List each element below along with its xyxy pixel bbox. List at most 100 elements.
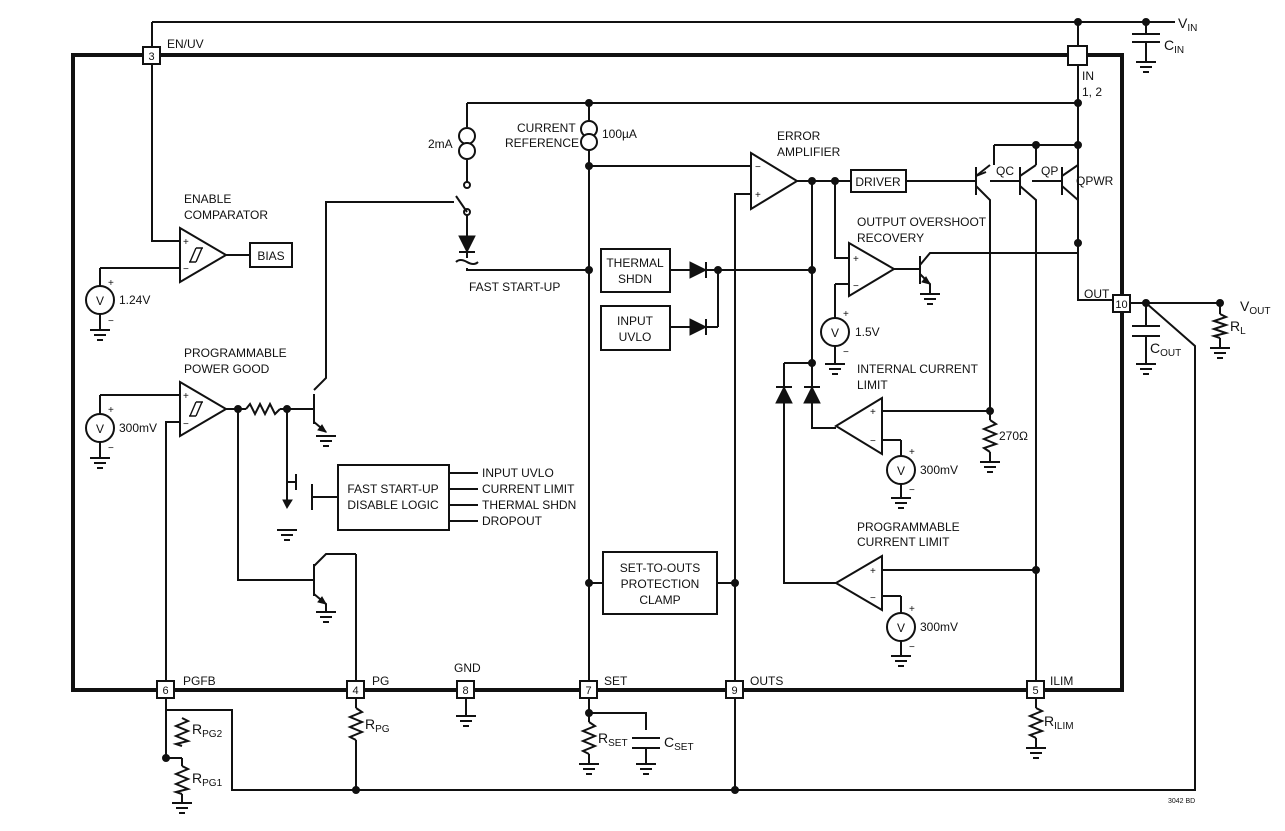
- svg-text:CURRENT LIMIT: CURRENT LIMIT: [482, 482, 575, 496]
- external-labels: VIN CIN VOUT COUT RL RPG2 RPG1 RPG RSET …: [192, 15, 1270, 789]
- current-source-100ua: 100µA: [580, 120, 637, 151]
- svg-text:100µA: 100µA: [602, 127, 637, 141]
- junction-dots: [162, 18, 1224, 794]
- svg-text:CLAMP: CLAMP: [639, 593, 680, 607]
- svg-text:6: 6: [162, 685, 168, 697]
- svg-text:OUT: OUT: [1084, 287, 1110, 301]
- svg-text:+: +: [870, 566, 876, 577]
- resistor-rpg2: [165, 717, 192, 747]
- disable-nmos: [282, 474, 313, 510]
- svg-text:−: −: [108, 316, 114, 327]
- resistor-rl: [1210, 313, 1230, 339]
- svg-text:9: 9: [731, 685, 737, 697]
- clamp-block: SET-TO-OUTS PROTECTION CLAMP: [602, 551, 718, 615]
- svg-text:−: −: [909, 642, 915, 653]
- svg-text:RPG2: RPG2: [192, 721, 223, 740]
- voltage-source-enable: V + − 1.24V: [85, 278, 150, 327]
- pin-set: 7 SET: [579, 674, 628, 699]
- svg-text:+: +: [108, 278, 114, 289]
- svg-text:DRIVER: DRIVER: [855, 175, 901, 189]
- svg-text:RECOVERY: RECOVERY: [857, 231, 924, 245]
- svg-text:CURRENT LIMIT: CURRENT LIMIT: [857, 535, 950, 549]
- svg-text:−: −: [843, 347, 849, 358]
- svg-text:THERMAL SHDN: THERMAL SHDN: [482, 498, 576, 512]
- svg-text:−: −: [909, 485, 915, 496]
- svg-text:BIAS: BIAS: [257, 249, 284, 263]
- svg-text:PG: PG: [372, 674, 389, 688]
- svg-text:POWER GOOD: POWER GOOD: [184, 362, 270, 376]
- svg-text:1, 2: 1, 2: [1082, 85, 1102, 99]
- svg-text:CURRENT: CURRENT: [517, 121, 576, 135]
- svg-text:LIMIT: LIMIT: [857, 378, 888, 392]
- error-amplifier: − +: [750, 151, 799, 211]
- svg-text:EN/UV: EN/UV: [167, 37, 204, 51]
- voltage-source-internal-limit: V + − 300mV: [886, 447, 958, 496]
- svg-text:UVLO: UVLO: [619, 330, 652, 344]
- svg-text:REFERENCE: REFERENCE: [505, 136, 579, 150]
- pg-npn-transistor: [313, 394, 328, 433]
- svg-text:GND: GND: [454, 661, 481, 675]
- svg-text:−: −: [870, 593, 876, 604]
- svg-text:VOUT: VOUT: [1240, 298, 1270, 317]
- svg-text:+: +: [909, 604, 915, 615]
- svg-text:OUTS: OUTS: [750, 674, 783, 688]
- svg-text:5: 5: [1032, 685, 1038, 697]
- capacitor-cin: [1132, 22, 1160, 62]
- wires: [99, 21, 1221, 803]
- svg-text:−: −: [183, 264, 189, 275]
- overshoot-amplifier: + −: [848, 241, 896, 298]
- svg-text:INPUT: INPUT: [617, 314, 654, 328]
- svg-text:V: V: [96, 294, 104, 308]
- svg-text:7: 7: [585, 685, 591, 697]
- ground-symbols: [90, 61, 1230, 814]
- resistor-rset: [580, 721, 598, 755]
- svg-text:PROTECTION: PROTECTION: [621, 577, 700, 591]
- svg-text:−: −: [183, 419, 189, 430]
- svg-text:CSET: CSET: [664, 734, 694, 753]
- svg-text:INTERNAL CURRENT: INTERNAL CURRENT: [857, 362, 979, 376]
- svg-text:+: +: [909, 447, 915, 458]
- pg-output-transistor: [313, 564, 328, 605]
- pin-in: IN 1, 2: [1067, 45, 1102, 99]
- svg-text:−: −: [755, 162, 761, 173]
- svg-text:FAST START-UP: FAST START-UP: [347, 482, 438, 496]
- thermal-diode: [689, 261, 718, 279]
- svg-text:V: V: [831, 326, 839, 340]
- pg-series-resistor: [245, 401, 281, 417]
- capacitor-cout: [1132, 318, 1160, 345]
- svg-text:V: V: [897, 464, 905, 478]
- svg-text:SET: SET: [604, 674, 628, 688]
- svg-text:8: 8: [462, 685, 468, 697]
- svg-text:300mV: 300mV: [920, 620, 958, 634]
- pin-ilim: 5 ILIM: [1026, 674, 1073, 699]
- svg-text:10: 10: [1115, 299, 1127, 311]
- fast-startup-diode: [455, 235, 479, 265]
- svg-text:FAST START-UP: FAST START-UP: [469, 280, 560, 294]
- voltage-source-pg: V + − 300mV: [85, 405, 157, 454]
- svg-text:2mA: 2mA: [428, 137, 453, 151]
- svg-text:QPWR: QPWR: [1076, 174, 1114, 188]
- resistor-rilim: [1027, 707, 1045, 739]
- svg-text:+: +: [853, 254, 859, 265]
- fast-startup-disable-block: FAST START-UP DISABLE LOGIC: [337, 464, 450, 531]
- enable-comparator: + −: [179, 226, 228, 284]
- svg-text:ENABLE: ENABLE: [184, 192, 231, 206]
- svg-text:RSET: RSET: [598, 730, 628, 749]
- svg-text:COUT: COUT: [1150, 340, 1181, 359]
- svg-text:PGFB: PGFB: [183, 674, 216, 688]
- svg-text:ERROR: ERROR: [777, 129, 821, 143]
- svg-text:VIN: VIN: [1178, 15, 1197, 34]
- programmable-current-limit-amplifier: + −: [834, 554, 883, 612]
- svg-text:DROPOUT: DROPOUT: [482, 514, 543, 528]
- svg-text:RPG1: RPG1: [192, 770, 223, 789]
- resistor-rpg: [347, 707, 365, 741]
- voltage-source-overshoot: V + − 1.5V: [820, 309, 880, 358]
- svg-text:+: +: [843, 309, 849, 320]
- driver-block: DRIVER: [850, 169, 907, 193]
- resistor-270: 270Ω: [981, 419, 1028, 453]
- bias-block: BIAS: [249, 242, 293, 268]
- svg-text:3: 3: [148, 51, 154, 63]
- svg-text:270Ω: 270Ω: [999, 429, 1028, 443]
- svg-text:QC: QC: [996, 164, 1014, 178]
